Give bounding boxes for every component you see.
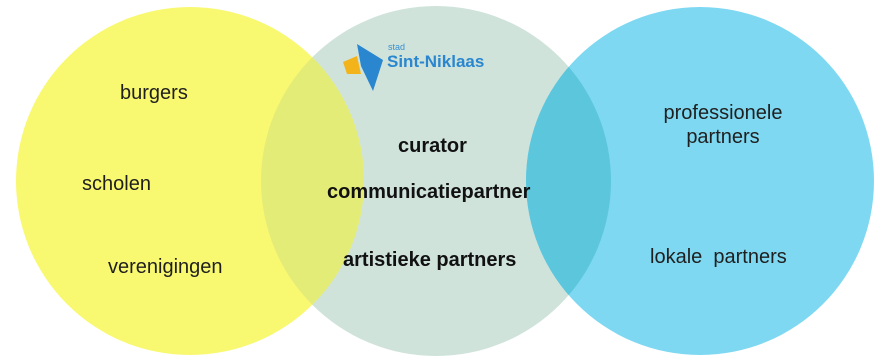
label-artistieke-partners: artistieke partners xyxy=(343,249,517,271)
logo-mark-icon xyxy=(343,44,383,91)
middle-circle xyxy=(261,6,611,356)
logo-prefix: stad xyxy=(388,42,406,52)
label-communicatiepartner: communicatiepartner xyxy=(327,181,531,203)
label-scholen: scholen xyxy=(82,173,151,195)
label-burgers: burgers xyxy=(120,82,188,104)
label-curator: curator xyxy=(398,135,467,157)
left-circle xyxy=(16,7,364,355)
label-verenigingen: verenigingen xyxy=(108,256,223,278)
label-lokale-partners: lokale partners xyxy=(650,246,787,268)
sint-niklaas-logo: stad Sint-Niklaas xyxy=(343,42,513,94)
label-professionele-partners: professionele partners xyxy=(663,102,783,148)
right-circle xyxy=(526,7,874,355)
logo-name: Sint-Niklaas xyxy=(387,52,485,71)
